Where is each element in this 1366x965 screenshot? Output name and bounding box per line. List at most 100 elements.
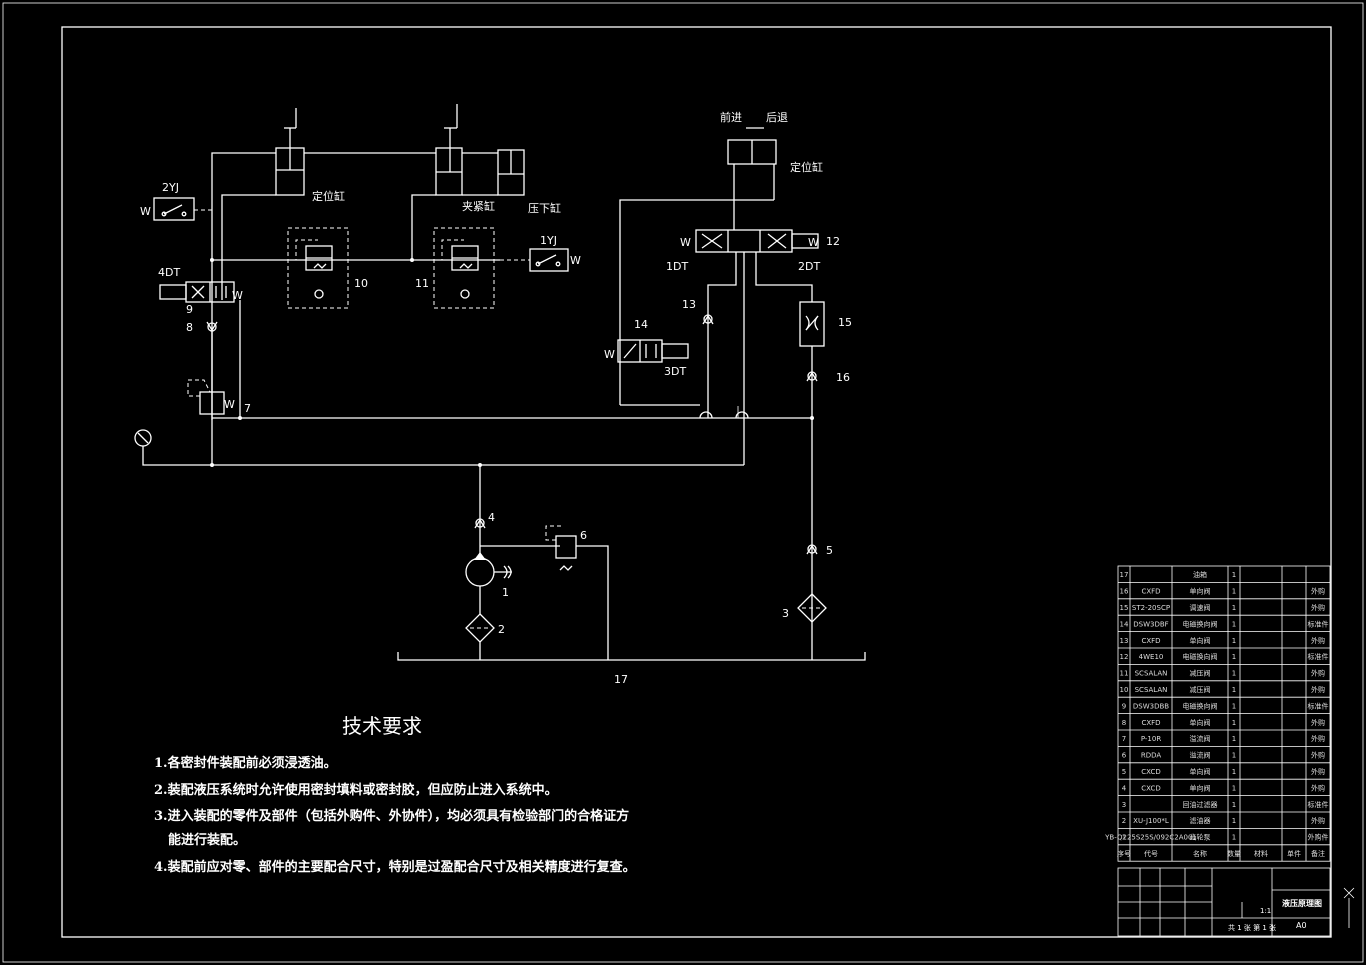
- part-no: 12: [1120, 653, 1129, 661]
- coil-letter-1yj: W: [570, 254, 581, 267]
- relief-valve-6: 6: [545, 525, 587, 571]
- part-note: 外购: [1311, 685, 1325, 694]
- part-note: 标准件: [1308, 701, 1329, 710]
- part-qty: 1: [1232, 817, 1236, 825]
- part-no: 3: [1122, 801, 1126, 809]
- throttle-valve-15: 15: [799, 301, 852, 347]
- label-7: 7: [244, 402, 251, 415]
- part-no: 4: [1122, 784, 1127, 792]
- part-note: 外购: [1311, 587, 1325, 596]
- label-15: 15: [838, 316, 852, 329]
- tech-requirement-3: 3.进入装配的零件及部件（包括外购件、外协件），均必须具有检验部门的合格证方: [154, 809, 630, 824]
- part-note: 外购: [1311, 816, 1325, 825]
- coil-letter-7: W: [224, 398, 235, 411]
- part-qty: 1: [1232, 735, 1236, 743]
- part-qty: 1: [1232, 604, 1236, 612]
- directional-valve-9: W 4DT 9: [158, 266, 243, 316]
- positioning-cylinder-right: 前进 后退 定位缸: [720, 110, 823, 174]
- part-no: 17: [1120, 571, 1129, 579]
- press-down-cylinder: [497, 149, 525, 196]
- part-code: P-10R: [1141, 735, 1162, 743]
- coil-letter-14: W: [604, 348, 615, 361]
- solenoid-label-1dt: 1DT: [666, 260, 688, 273]
- label-11: 11: [415, 277, 429, 290]
- switch-label-2yj: 2YJ: [162, 181, 179, 194]
- solenoid-label-4dt: 4DT: [158, 266, 180, 279]
- part-name: 滤油器: [1190, 816, 1211, 825]
- part-name: 电磁换向阀: [1183, 619, 1218, 628]
- positioning-cylinder-left: [275, 127, 305, 196]
- cylinder-label-positioning-right: 定位缸: [790, 160, 823, 174]
- right-circuit: 前进 后退 定位缸 W W 12 1DT 2DT: [604, 110, 852, 660]
- part-no: 14: [1120, 620, 1129, 628]
- part-code: CXFD: [1141, 588, 1160, 596]
- part-code: CXFD: [1141, 637, 1160, 645]
- part-code: DSW3DBB: [1133, 702, 1169, 710]
- coil-letter-9: W: [232, 289, 243, 302]
- solenoid-label-2dt: 2DT: [798, 260, 820, 273]
- label-5: 5: [826, 544, 833, 557]
- table-header-cell: 数量: [1227, 849, 1241, 858]
- part-name: 齿轮泵: [1190, 833, 1211, 842]
- part-qty: 1: [1232, 653, 1236, 661]
- coil-letter-12a: W: [680, 236, 691, 249]
- switch-label-1yj: 1YJ: [540, 234, 557, 247]
- directional-valve-14: W 14 3DT: [604, 318, 689, 378]
- part-no: 9: [1122, 702, 1126, 710]
- solenoid-label-3dt: 3DT: [664, 365, 686, 378]
- power-unit: 4 6 1 2 5: [397, 463, 866, 686]
- part-code: SCSALAN: [1135, 686, 1168, 694]
- table-header-cell: 单件: [1287, 849, 1301, 858]
- part-name: 单向阀: [1190, 783, 1211, 792]
- part-no: 2: [1122, 817, 1126, 825]
- cylinder-label-positioning-left: 定位缸: [312, 189, 345, 203]
- table-row: 2 XU-J100*L 滤油器 1 外购: [1122, 816, 1325, 825]
- part-qty: 1: [1232, 719, 1236, 727]
- part-qty: 1: [1232, 620, 1236, 628]
- check-valve-13: 13: [682, 298, 714, 325]
- label-10: 10: [354, 277, 368, 290]
- part-no: 5: [1122, 768, 1126, 776]
- label-6: 6: [580, 529, 587, 542]
- part-note: 标准件: [1308, 800, 1329, 809]
- part-note: 标准件: [1308, 619, 1329, 628]
- part-note: 外购件: [1308, 833, 1329, 842]
- tech-requirements-title: 技术要求: [342, 714, 422, 738]
- part-note: 外购: [1311, 636, 1325, 645]
- part-code: CXCD: [1141, 784, 1160, 792]
- part-name: 电磁换向阀: [1183, 701, 1218, 710]
- pressure-switch-2yj: W 2YJ: [140, 181, 212, 221]
- part-code: 4WE10: [1139, 653, 1164, 661]
- label-4: 4: [488, 511, 495, 524]
- tank-17: 17: [397, 652, 866, 686]
- coil-letter-12b: W: [808, 236, 819, 249]
- part-note: 外购: [1311, 603, 1325, 612]
- part-name: 溢流阀: [1190, 734, 1211, 743]
- gear-pump-1: 1: [465, 552, 512, 599]
- clamping-cylinder: [435, 127, 463, 196]
- label-2: 2: [498, 623, 505, 636]
- return-filter-3: 3: [782, 593, 827, 623]
- part-code: YB-Q225S25S/092C2A001: [1104, 834, 1197, 842]
- part-code: XU-J100*L: [1133, 817, 1169, 825]
- part-code: RDDA: [1141, 752, 1162, 760]
- part-qty: 1: [1232, 588, 1236, 596]
- label-1: 1: [502, 586, 509, 599]
- part-name: 单向阀: [1190, 718, 1211, 727]
- part-qty: 1: [1232, 834, 1236, 842]
- table-header-cell: 材料: [1254, 849, 1268, 858]
- part-no: 15: [1120, 604, 1129, 612]
- relief-valve-7: W 7: [187, 379, 251, 415]
- tech-requirement-3-cont: 能进行装配。: [168, 833, 247, 848]
- part-qty: 1: [1232, 768, 1236, 776]
